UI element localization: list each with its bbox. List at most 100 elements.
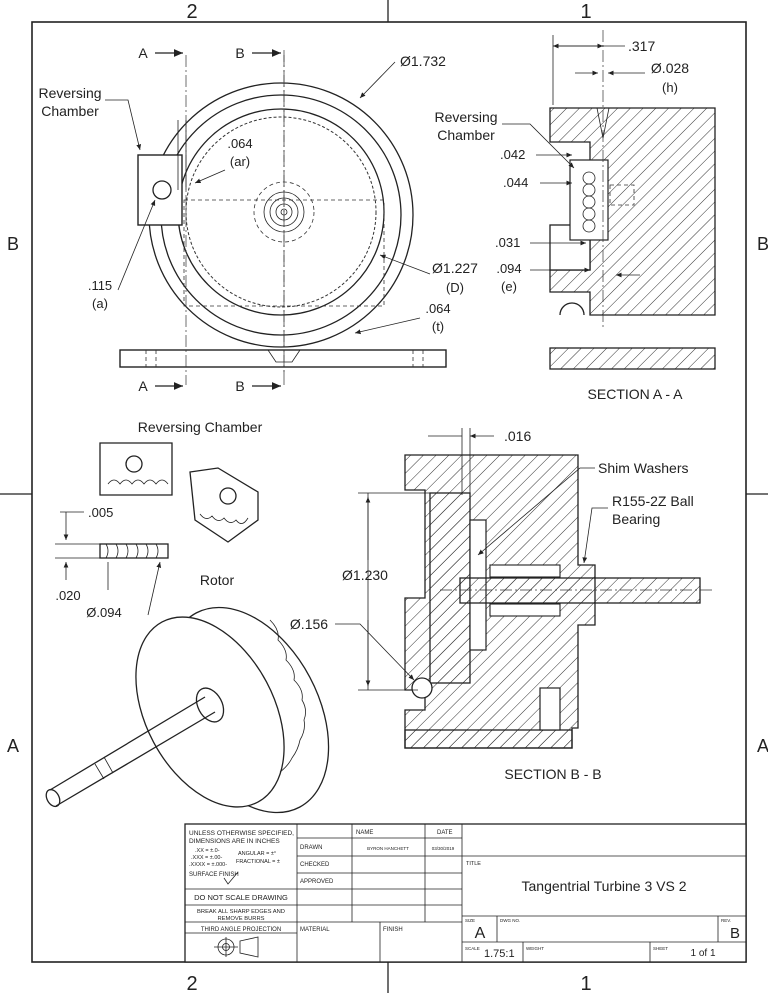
- tb-scale-hdr: SCALE: [465, 946, 480, 951]
- dim-ar-label: (ar): [230, 154, 250, 169]
- rotor-shaft-bottom: [55, 711, 216, 807]
- dim-031: .031: [495, 235, 520, 250]
- dim-005: .005: [88, 505, 113, 520]
- dim-a-label: (a): [92, 296, 108, 311]
- chamber-front-teeth: [107, 479, 169, 485]
- tb-break-edges-2: REMOVE BURRS: [217, 916, 264, 922]
- tb-hdr-name: NAME: [356, 830, 373, 836]
- leader-section-a-reversing: [502, 123, 575, 169]
- leader-t: [354, 317, 421, 335]
- section-b-lug: [539, 687, 561, 731]
- bearing-label-line1: R155-2Z Ball: [612, 493, 694, 509]
- tb-material: MATERIAL: [300, 927, 330, 933]
- dim-016: .016: [504, 428, 531, 444]
- rotor-teeth-circle: [185, 116, 377, 308]
- section-b-title: SECTION B - B: [504, 766, 601, 782]
- section-b-rotor: [429, 492, 471, 684]
- bearing-label-line2: Bearing: [612, 511, 660, 527]
- leader-a: [117, 199, 156, 291]
- tb-weight-hdr: WEIGHT: [526, 946, 544, 951]
- dim-1230: Ø1.230: [342, 567, 388, 583]
- rotor-shaft-step-2: [103, 756, 114, 774]
- dim-t-label: (t): [432, 319, 444, 334]
- dim-156: Ø.156: [290, 616, 328, 632]
- zone-label-right-upper: B: [757, 234, 768, 254]
- rotor-iso: Rotor: [45, 572, 330, 814]
- housing-inner-circle: [160, 94, 402, 336]
- section-mark-b-top: B: [235, 45, 244, 61]
- section-a-plate: [549, 347, 716, 370]
- tb-tol-xxx: .XXX = ±.00-: [191, 855, 222, 861]
- reversing-chamber-label-line1: Reversing: [38, 85, 101, 101]
- zone-label-right-lower: A: [757, 736, 768, 756]
- dim-a-value: .115: [88, 278, 112, 293]
- base-plate: [119, 349, 447, 368]
- leader-reversing-chamber: [105, 99, 142, 151]
- tb-sheet-hdr: SHEET: [653, 946, 668, 951]
- tb-surface-finish: SURFACE FINISH: [189, 872, 239, 878]
- tb-sheet: 1 of 1: [690, 948, 715, 959]
- dim-t-value: .064: [425, 301, 450, 316]
- tb-title: Tangentrial Turbine 3 VS 2: [522, 878, 687, 894]
- section-b-view: .016 Shim Washers R155-2Z Ball Bearing Ø…: [290, 428, 715, 782]
- section-b-bearing-bottom: [489, 603, 561, 617]
- tb-rev-hdr: REV.: [721, 918, 731, 923]
- reversing-chamber-label-line2: Chamber: [41, 103, 99, 119]
- dim-042: .042: [500, 147, 525, 162]
- rotor-shaft-top: [49, 696, 206, 791]
- section-a-cavity: [569, 159, 609, 241]
- section-mark-b-bottom: B: [235, 378, 244, 394]
- chamber-front-hole: [125, 455, 143, 473]
- tb-size: A: [475, 925, 486, 942]
- dim-e-value: .094: [496, 261, 521, 276]
- section-mark-a-bottom: A: [138, 378, 148, 394]
- section-a-nozzle: [596, 107, 610, 139]
- chamber-side-view: [99, 543, 169, 559]
- zone-label-left-lower: A: [7, 736, 19, 756]
- tb-size-hdr: SIZE: [465, 918, 475, 923]
- chamber-side-teeth: [105, 543, 159, 559]
- reversing-chamber-hole: [152, 180, 172, 200]
- tb-angular: ANGULAR = ±°: [238, 851, 276, 857]
- tb-scale: 1.75:1: [484, 948, 515, 960]
- dim-D-value: Ø1.227: [432, 260, 478, 276]
- section-a-view: .317 Ø.028 (h) Reversing Chamber .042 .0…: [434, 30, 716, 402]
- tb-projection: THIRD ANGLE PROJECTION: [201, 927, 281, 933]
- leader-D: [379, 254, 431, 275]
- section-a-reversing-line1: Reversing: [434, 109, 497, 125]
- tb-break-edges-1: BREAK ALL SHARP EDGES AND: [197, 909, 285, 915]
- chamber-iso-hole: [219, 487, 237, 505]
- shim-washers-label: Shim Washers: [598, 460, 689, 476]
- detail-title: Reversing Chamber: [138, 419, 263, 435]
- front-view: A B A B Ø1.732 Reversing Chamber .064 (a…: [38, 45, 478, 394]
- rotor-shaft-end: [45, 788, 61, 808]
- rotor-hub: [195, 687, 225, 723]
- section-b-shaft: [459, 577, 701, 604]
- leader-156: [335, 623, 415, 681]
- chamber-front-face: [99, 442, 173, 496]
- tb-title-hdr: TITLE: [466, 861, 481, 867]
- tb-checked: CHECKED: [300, 862, 330, 868]
- dim-h-value: Ø.028: [651, 60, 689, 76]
- surface-finish-icon: [223, 871, 239, 885]
- tb-drawn-date: 03/30/2019: [432, 846, 455, 851]
- tb-tol-xxxx: .XXXX = ±.000-: [189, 862, 227, 868]
- dim-094: Ø.094: [86, 605, 121, 620]
- leader-shim: [477, 467, 595, 556]
- tb-tol-xx: .XX = ±.0-: [195, 848, 220, 854]
- chamber-iso-body: [189, 467, 259, 543]
- dim-e-label: (e): [501, 279, 517, 294]
- chamber-iso-teeth: [199, 513, 249, 524]
- reversing-chamber-block: [137, 154, 183, 226]
- section-a-title: SECTION A - A: [588, 386, 684, 402]
- zone-label-top-left: 2: [186, 1, 197, 23]
- section-b-ball: [411, 677, 433, 699]
- section-a-bottom-notch: [559, 302, 585, 316]
- section-a-hidden-rect: [609, 184, 635, 206]
- section-b-base: [404, 729, 573, 749]
- leader-ar: [194, 169, 226, 184]
- section-mark-a-top: A: [138, 45, 148, 61]
- tb-dwg-hdr: DWG NO.: [500, 918, 520, 923]
- rotor-teeth-band: [269, 619, 306, 773]
